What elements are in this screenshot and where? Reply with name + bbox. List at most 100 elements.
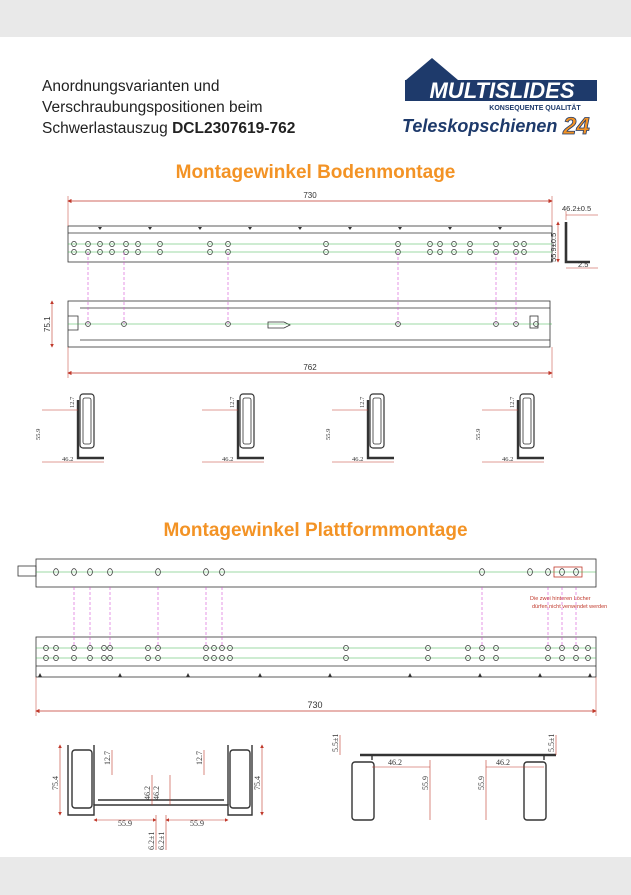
slide-hole <box>225 321 231 327</box>
dim-length-label: 730 <box>303 191 317 200</box>
variant-slide-inner <box>372 397 382 445</box>
gap-right-label: 6.2±1 <box>157 832 166 850</box>
variant-bracket <box>366 400 394 460</box>
platform-bracket-hole <box>71 645 77 651</box>
rear-holes-note-2: dürfen nicht verwendet werden <box>532 604 607 610</box>
variant-slide <box>79 393 95 449</box>
platform-bracket-hole <box>559 645 565 651</box>
platform-notch <box>588 673 592 677</box>
profile-thickness-label: 2.5 <box>578 260 588 269</box>
bracket-notch <box>498 227 502 230</box>
slide-hole <box>395 321 401 327</box>
slide-hole <box>121 321 127 327</box>
document-heading: Anordnungsvarianten und Verschraubungspo… <box>42 76 295 139</box>
bracket-notch <box>448 227 452 230</box>
platform-bracket-hole <box>101 645 107 651</box>
bottom-left-label: 55.9 <box>118 819 132 828</box>
mid-label-2: 46.2 <box>152 786 161 800</box>
variant-label-a: 12.7 <box>359 396 366 408</box>
variant-bracket <box>76 400 104 460</box>
multislides-logo: MULTISLIDES KONSEQUENTE QUALITÄT Telesko… <box>402 58 597 140</box>
platform-bracket-hole <box>465 645 471 651</box>
platform-bracket-hole <box>545 655 551 661</box>
platform-left-section: 75.4 75.4 12.7 12.7 46.2 46.2 55.9 55.9 … <box>51 744 264 850</box>
platform-hole <box>71 568 77 576</box>
platform-notch <box>408 673 412 677</box>
slide-holes <box>85 321 539 327</box>
slide-hole <box>85 321 91 327</box>
platform-hole <box>527 568 533 576</box>
platform-bracket-hole <box>203 655 209 661</box>
platform-bracket-hole <box>211 645 217 651</box>
platform-right-section: 5.5±1 5.5±1 46.2 46.2 55.9 55.9 <box>331 734 557 821</box>
variant-slide-inner <box>82 397 92 445</box>
platform-bracket-hole <box>155 645 161 651</box>
variant-detail: 12.755.946.2 <box>475 393 544 463</box>
platform-notch <box>328 673 332 677</box>
variant-bracket <box>516 400 544 460</box>
platform-bracket-hole <box>53 645 59 651</box>
platform-hole <box>155 568 161 576</box>
platform-bracket-hole <box>465 655 471 661</box>
right-height-right-label: 55.9 <box>477 776 486 790</box>
slide-height-label: 75.1 <box>43 316 52 332</box>
section-title-platform-mount: Montagewinkel Plattformmontage <box>163 520 468 541</box>
platform-bracket-hole <box>227 645 233 651</box>
platform-bracket-holes <box>38 645 592 677</box>
variant-label-c: 46.2 <box>352 456 363 463</box>
right-top-right-label: 5.5±1 <box>547 734 556 752</box>
logo-shop-number: 24 <box>562 113 590 140</box>
platform-bracket-hole <box>145 645 151 651</box>
platform-bracket-hole <box>227 655 233 661</box>
variant-label-c: 46.2 <box>502 456 513 463</box>
platform-bracket-hole <box>425 655 431 661</box>
platform-hole <box>53 568 59 576</box>
variant-detail: 12.755.946.2 <box>35 393 104 463</box>
platform-bracket-hole <box>211 655 217 661</box>
slide-hole <box>533 321 539 327</box>
platform-hole <box>203 568 209 576</box>
platform-bracket-hole <box>43 645 49 651</box>
bracket-notch <box>348 227 352 230</box>
platform-bracket-hole <box>87 655 93 661</box>
platform-bracket-hole <box>53 655 59 661</box>
platform-bracket-hole <box>155 655 161 661</box>
platform-length-label: 730 <box>307 700 322 710</box>
slide-arrow-icon <box>267 321 291 329</box>
heading-line-2: Verschraubungspositionen beim <box>42 99 263 116</box>
logo-band <box>405 80 597 101</box>
mounting-variants: 12.755.946.212.746.212.755.946.212.755.9… <box>35 393 544 463</box>
bracket-notch <box>198 227 202 230</box>
platform-bracket-hole <box>573 645 579 651</box>
platform-bracket-view <box>35 636 597 678</box>
platform-notch <box>186 673 190 677</box>
platform-bracket-hole <box>479 645 485 651</box>
mid-label-1: 46.2 <box>143 786 152 800</box>
dim-total-label: 762 <box>303 363 317 372</box>
hole-guide-lines <box>87 252 517 324</box>
variant-slide <box>369 393 385 449</box>
model-number: DCL2307619-762 <box>172 120 296 137</box>
dim-730-platform: 730 <box>35 677 597 716</box>
platform-slide-holes <box>53 568 579 576</box>
variant-label-a: 12.7 <box>69 396 76 408</box>
gap-left-label: 6.2±1 <box>147 832 156 850</box>
dim-730-top: 730 <box>67 191 553 226</box>
platform-bracket-hole <box>343 645 349 651</box>
slide-hole <box>513 321 519 327</box>
platform-hole <box>545 568 551 576</box>
drawing-sheet <box>0 37 631 857</box>
platform-bracket-hole <box>107 655 113 661</box>
platform-bracket-hole <box>101 655 107 661</box>
variant-label-a: 12.7 <box>509 396 516 408</box>
platform-guide-lines <box>73 587 577 648</box>
logo-tagline: KONSEQUENTE QUALITÄT <box>489 104 581 112</box>
bracket-notch <box>148 227 152 230</box>
platform-slide-view <box>17 558 597 588</box>
variant-label-b: 55.9 <box>325 429 332 440</box>
right-width-right-label: 46.2 <box>496 758 510 767</box>
heading-line-3: Schwerlastauszug DCL2307619-762 <box>42 118 295 139</box>
platform-bracket-hole <box>559 655 565 661</box>
variant-slide-inner <box>522 397 532 445</box>
platform-hole <box>107 568 113 576</box>
